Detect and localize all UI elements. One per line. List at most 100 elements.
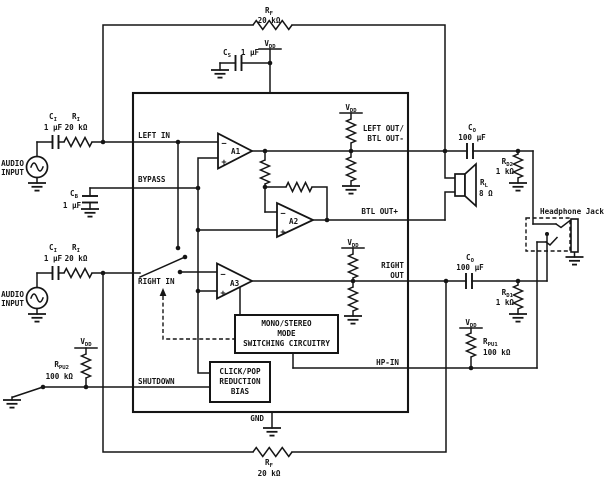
ground-rd2 — [509, 182, 527, 192]
pin-left-in: LEFT IN — [138, 131, 170, 140]
resistor-rpu2 — [79, 353, 93, 379]
label-rd1-value: 1 kΩ — [496, 298, 515, 307]
ground-divider-right — [344, 315, 362, 325]
clickpop-line1: CLICK/POP — [219, 367, 261, 376]
resistor-rd2 — [511, 153, 525, 179]
ground-cb — [81, 208, 99, 218]
pin-left-out-2: BTL OUT- — [367, 134, 404, 143]
resistor-rpu1 — [464, 332, 478, 358]
speaker — [454, 162, 477, 208]
label-vdd-divider-right: VDD — [347, 238, 359, 249]
resistors — [63, 19, 525, 458]
resistor-a1-feedback — [258, 159, 272, 185]
label-ri-right-value: 20 kΩ — [65, 254, 88, 263]
clickpop-line2: REDUCTION — [219, 377, 261, 386]
label-rl: RL — [480, 178, 489, 189]
op-amps — [216, 132, 316, 300]
label-co-right: CO — [466, 253, 475, 264]
pin-hp-in: HP-IN — [376, 358, 399, 367]
ground-jack — [565, 256, 584, 266]
label-rpu2-value: 100 kΩ — [46, 372, 74, 381]
resistor-rd1 — [511, 284, 525, 310]
label-rpu1-value: 100 kΩ — [483, 348, 511, 357]
mode-switching-block — [234, 314, 339, 354]
audio-sources — [25, 155, 49, 310]
pin-right-in: RIGHT IN — [138, 277, 175, 286]
label-audio-input-left-2: INPUT — [1, 168, 24, 177]
ground-rd1 — [509, 313, 527, 323]
resistor-rf-top — [252, 19, 293, 31]
ic-outline — [131, 91, 410, 414]
mode-block-line2: MODE — [277, 329, 296, 338]
label-ci-right-value: 1 µF — [44, 254, 63, 263]
a1-minus: − — [221, 139, 226, 149]
label-audio-input-left-1: AUDIO — [1, 159, 24, 168]
resistor-a2-feedback — [285, 180, 313, 194]
label-a2: A2 — [289, 217, 298, 226]
label-rpu1: RPU1 — [483, 337, 498, 348]
a3-plus: + — [220, 289, 225, 299]
ground-shutdown-switch — [3, 399, 21, 409]
ground-input-right — [28, 313, 46, 323]
a1-plus: + — [221, 158, 226, 168]
resistor-divider-left-lower — [344, 156, 358, 182]
label-vdd-rpu2: VDD — [80, 337, 92, 348]
pin-bypass: BYPASS — [138, 175, 166, 184]
a3-minus: − — [220, 270, 225, 280]
junction-dots — [40, 60, 549, 390]
headphone-jack — [525, 217, 579, 253]
capacitors — [51, 55, 474, 289]
op-amp-a3 — [216, 262, 255, 300]
label-co-right-value: 100 µF — [456, 263, 484, 272]
label-ri-left-value: 20 kΩ — [65, 123, 88, 132]
label-cb: CB — [70, 189, 79, 200]
label-ci-left: CI — [49, 112, 57, 123]
mode-block-line1: MONO/STEREO — [261, 319, 312, 328]
jack-sleeve — [570, 218, 579, 253]
a2-minus: − — [280, 209, 285, 219]
label-audio-input-right-1: AUDIO — [1, 290, 24, 299]
wires — [11, 24, 576, 453]
resistor-divider-right-upper — [346, 253, 360, 279]
label-a1: A1 — [231, 147, 241, 156]
label-cs-value: 1 µF — [241, 48, 260, 57]
resistor-rf-bottom — [252, 446, 293, 458]
label-rd2-value: 1 kΩ — [496, 167, 515, 176]
label-ri-left: RI — [72, 112, 80, 123]
resistor-ri-right — [63, 266, 93, 280]
pin-right-out-1: RIGHT — [381, 261, 404, 270]
labels: RF 20 kΩ CS 1 µF VDD CI 1 µF RI 20 kΩ AU… — [1, 6, 604, 478]
label-rd1: RD1 — [502, 288, 514, 299]
resistor-ri-left — [63, 135, 93, 149]
pin-gnd: GND — [250, 414, 264, 423]
ground-cs — [211, 69, 229, 79]
mode-control-line — [159, 288, 235, 340]
op-amp-a1 — [217, 132, 254, 170]
label-ci-left-value: 1 µF — [44, 123, 63, 132]
pin-right-out-2: OUT — [390, 271, 404, 280]
label-co-left: CO — [468, 123, 477, 134]
resistor-divider-left-upper — [344, 118, 358, 144]
pin-shutdown: SHUTDOWN — [138, 377, 175, 386]
ground-divider-left — [342, 185, 360, 195]
label-rf-bottom: RF — [265, 458, 274, 469]
a2-plus: + — [280, 228, 285, 238]
label-vdd-rpu1: VDD — [465, 318, 477, 329]
label-vdd-divider-left: VDD — [345, 103, 357, 114]
label-headphone-jack: Headphone Jack — [540, 207, 604, 216]
label-rd2: RD2 — [502, 157, 513, 168]
ground-input-left — [28, 182, 46, 192]
clickpop-line3: BIAS — [231, 387, 250, 396]
label-co-left-value: 100 µF — [458, 133, 486, 142]
ground-ic-gnd — [263, 427, 281, 437]
label-ci-right: CI — [49, 243, 57, 254]
label-rpu2: RPU2 — [54, 360, 69, 371]
click-pop-block — [209, 361, 271, 403]
label-vdd-top: VDD — [264, 39, 276, 50]
label-rf-bottom-value: 20 kΩ — [258, 469, 281, 478]
op-amp-a2 — [276, 201, 316, 239]
label-rf-top-value: 20 kΩ — [258, 16, 281, 25]
label-rf-top: RF — [265, 6, 274, 17]
